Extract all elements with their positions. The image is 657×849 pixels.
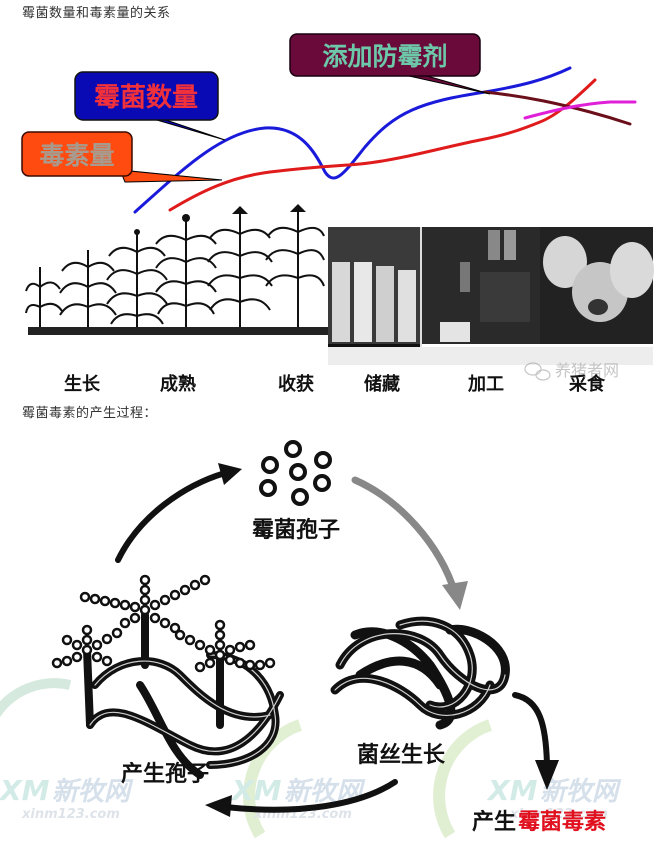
antimold-bubble: 添加防霉剂 bbox=[289, 33, 491, 95]
toxin-bubble: 毒素量 bbox=[21, 131, 223, 183]
svg-text:产生: 产生 bbox=[472, 809, 516, 835]
antimold-toxin-curve bbox=[523, 100, 637, 120]
stage-label-processing: 加工 bbox=[467, 374, 504, 395]
label-produce-spores: 产生孢子 bbox=[121, 761, 209, 787]
caption-mold-toxin-relation: 霉菌数量和毒素量的关系 bbox=[22, 6, 171, 21]
stage-label-ripening: 成熟 bbox=[160, 373, 196, 395]
svg-text:xinm123.com: xinm123.com bbox=[509, 807, 608, 822]
mold-toxin-relation-figure: 霉菌数量 毒素量 添加防霉剂 bbox=[21, 33, 654, 395]
spores-illustration bbox=[259, 440, 332, 506]
hyphae-growth-illustration bbox=[330, 616, 510, 730]
svg-text:xinm123.com: xinm123.com bbox=[21, 807, 120, 822]
caption-toxin-production-process: 霉菌毒素的产生过程： bbox=[22, 406, 158, 421]
wechat-watermark: 养猪者网 bbox=[524, 361, 619, 381]
curves bbox=[133, 66, 637, 214]
svg-text:新牧网: 新牧网 bbox=[540, 777, 622, 807]
corn-growth-illustration bbox=[25, 204, 328, 335]
arrow-spores-to-hyphae bbox=[351, 476, 468, 610]
arrow-produce-spores-to-spores bbox=[115, 463, 242, 563]
svg-text:霉菌毒素: 霉菌毒素 bbox=[518, 809, 606, 835]
stage-label-storage: 储藏 bbox=[363, 373, 400, 395]
mold-count-bubble: 霉菌数量 bbox=[74, 71, 226, 141]
xinmu-watermark-right: XM 新牧网 xinm123.com bbox=[433, 719, 622, 839]
svg-text:XM: XM bbox=[230, 774, 282, 807]
svg-text:新牧网: 新牧网 bbox=[52, 777, 134, 807]
svg-text:养猪者网: 养猪者网 bbox=[555, 361, 619, 380]
svg-text:添加防霉剂: 添加防霉剂 bbox=[322, 42, 447, 71]
arrow-hyphae-to-toxin bbox=[512, 692, 559, 790]
label-mold-spores: 霉菌孢子 bbox=[252, 517, 340, 543]
toxin-curve bbox=[168, 78, 597, 212]
sporulating-mold-illustration bbox=[51, 574, 284, 779]
svg-text:XM: XM bbox=[486, 774, 538, 807]
processing-plant-photo bbox=[422, 227, 540, 344]
stage-label-harvest: 收获 bbox=[278, 373, 314, 395]
toxin-production-cycle-figure: XM 新牧网 xinm123.com XM 新牧网 xinm123.com XM… bbox=[0, 440, 622, 839]
antimold-mold-curve bbox=[483, 90, 632, 126]
pigs-feeding-photo bbox=[540, 227, 654, 344]
stage-label-growth: 生长 bbox=[64, 373, 101, 395]
label-hyphae-growth: 菌丝生长 bbox=[357, 742, 446, 768]
svg-text:毒素量: 毒素量 bbox=[39, 141, 114, 170]
arrow-hyphae-to-produce-spores bbox=[205, 779, 398, 817]
stage-label-feeding: 采食 bbox=[568, 373, 606, 395]
xinmu-watermark-left: XM 新牧网 xinm123.com bbox=[0, 678, 134, 822]
svg-text:霉菌数量: 霉菌数量 bbox=[94, 83, 198, 113]
storage-silos-photo bbox=[328, 227, 420, 350]
stage-labels: 生长 成熟 收获 储藏 加工 采食 bbox=[64, 373, 606, 395]
svg-text:XM: XM bbox=[0, 774, 50, 807]
label-produce-mycotoxin: 产生 霉菌毒素 bbox=[472, 809, 606, 835]
